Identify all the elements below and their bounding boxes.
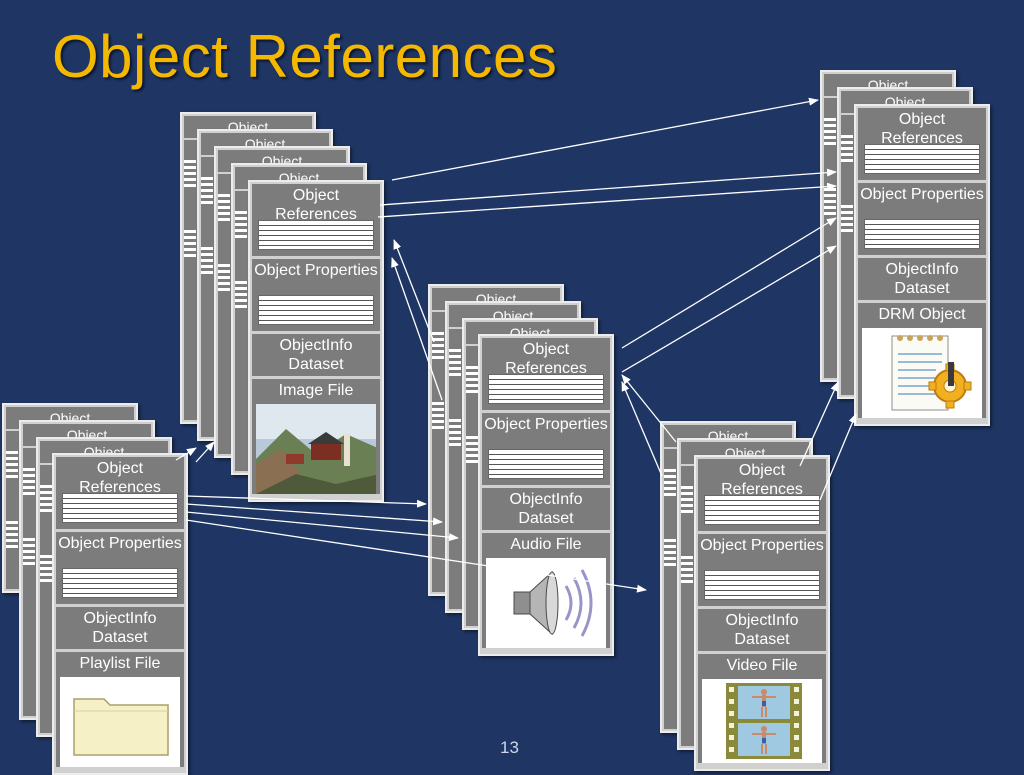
- object-properties-section: Object Properties: [698, 534, 826, 606]
- slide-title: Object References: [52, 23, 558, 90]
- object-properties-label: Object Properties: [58, 535, 182, 552]
- references-list: [864, 144, 980, 174]
- object-card-front: Object References Object Properties Obje…: [694, 455, 830, 771]
- object-properties-label: Object Properties: [484, 416, 608, 433]
- properties-list: [62, 568, 178, 598]
- references-list: [62, 493, 178, 523]
- reference-arrow: [185, 511, 459, 542]
- reference-arrow: [185, 495, 427, 508]
- objectinfo-dataset-section: ObjectInfo Dataset: [56, 607, 184, 649]
- drm-object-section: DRM Object: [858, 303, 986, 418]
- object-references-section: Object References: [56, 457, 184, 529]
- folder-icon: [60, 677, 180, 767]
- playlist-file-label: Playlist File: [79, 655, 161, 672]
- image-file-section: Image File: [252, 379, 380, 494]
- object-properties-label: Object Properties: [700, 537, 824, 554]
- reference-arrow: [799, 381, 839, 467]
- objectinfo-dataset-section: ObjectInfo Dataset: [252, 334, 380, 376]
- image-file-label: Image File: [278, 382, 354, 399]
- objectinfo-dataset-section: ObjectInfo Dataset: [858, 258, 986, 300]
- reference-arrow: [175, 447, 197, 461]
- objectinfo-dataset-label: ObjectInfo Dataset: [83, 610, 157, 646]
- reference-arrow: [621, 374, 677, 443]
- object-properties-section: Object Properties: [482, 413, 610, 485]
- audio-file-label: Audio File: [510, 536, 582, 553]
- reference-arrow: [185, 503, 443, 526]
- object-properties-label: Object Properties: [860, 186, 984, 203]
- reference-arrow: [391, 97, 819, 181]
- references-list: [488, 374, 604, 404]
- reference-arrow: [621, 217, 837, 349]
- page-number: 13: [500, 738, 519, 757]
- playlist-file-section: Playlist File: [56, 652, 184, 767]
- objectinfo-dataset-label: ObjectInfo Dataset: [279, 337, 353, 373]
- object-references-label: Object References: [881, 111, 963, 147]
- landscape-photo-icon: [256, 404, 376, 494]
- drm-object-label: DRM Object: [878, 306, 966, 323]
- object-properties-section: Object Properties: [858, 183, 986, 255]
- reference-arrow: [621, 245, 837, 373]
- object-card-front: Object References Object Properties Obje…: [854, 104, 990, 426]
- object-references-section: Object References: [858, 108, 986, 180]
- object-card-front: Object References Object Properties Obje…: [52, 453, 188, 775]
- object-properties-section: Object Properties: [252, 259, 380, 331]
- object-references-label: Object References: [721, 462, 803, 498]
- reference-arrow: [379, 168, 837, 206]
- object-references-section: Object References: [482, 338, 610, 410]
- reference-arrow: [819, 413, 857, 501]
- properties-list: [258, 295, 374, 325]
- object-references-section: Object References: [698, 459, 826, 531]
- video-file-label: Video File: [726, 657, 798, 674]
- references-list: [704, 495, 820, 525]
- objectinfo-dataset-label: ObjectInfo Dataset: [509, 491, 583, 527]
- references-list: [258, 220, 374, 250]
- document-gear-icon: [862, 328, 982, 418]
- objectinfo-dataset-label: ObjectInfo Dataset: [725, 612, 799, 648]
- object-card-front: Object References Object Properties Obje…: [248, 180, 384, 502]
- properties-list: [488, 449, 604, 479]
- object-card-front: Object References Object Properties Obje…: [478, 334, 614, 656]
- reference-arrow: [391, 257, 443, 401]
- reference-arrow: [377, 182, 837, 218]
- objectinfo-dataset-section: ObjectInfo Dataset: [698, 609, 826, 651]
- object-references-label: Object References: [505, 341, 587, 377]
- object-properties-section: Object Properties: [56, 532, 184, 604]
- object-references-section: Object References: [252, 184, 380, 256]
- speaker-icon: [486, 558, 606, 648]
- object-references-label: Object References: [79, 460, 161, 496]
- reference-arrow: [621, 381, 663, 477]
- object-references-label: Object References: [275, 187, 357, 223]
- properties-list: [864, 219, 980, 249]
- objectinfo-dataset-section: ObjectInfo Dataset: [482, 488, 610, 530]
- reference-arrow: [195, 441, 215, 463]
- reference-arrow: [185, 519, 647, 593]
- reference-arrow: [393, 239, 435, 343]
- video-file-section: Video File: [698, 654, 826, 763]
- properties-list: [704, 570, 820, 600]
- objectinfo-dataset-label: ObjectInfo Dataset: [885, 261, 959, 297]
- object-properties-label: Object Properties: [254, 262, 378, 279]
- film-strip-icon: [702, 679, 822, 763]
- audio-file-section: Audio File: [482, 533, 610, 648]
